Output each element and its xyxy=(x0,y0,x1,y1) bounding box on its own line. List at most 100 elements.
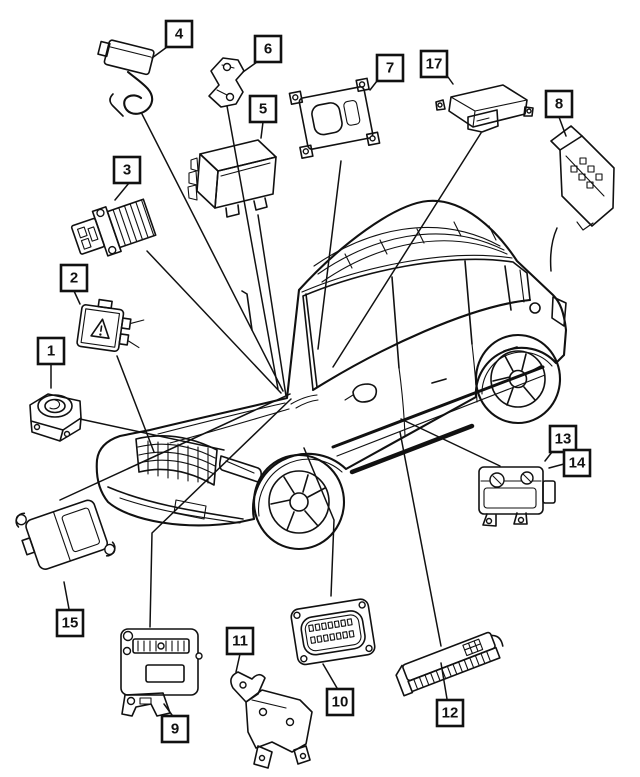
car-headlamp xyxy=(218,455,262,483)
leader-15 xyxy=(59,393,291,501)
callout-12-label: 12 xyxy=(442,705,459,722)
car-b-pillar xyxy=(391,276,400,369)
car-front-wheel xyxy=(252,453,346,551)
car-hood-crease-1 xyxy=(157,402,286,435)
car-door-handle-front xyxy=(431,378,447,384)
car-bumper-line-2 xyxy=(119,497,241,524)
part-9-ecu xyxy=(120,628,203,717)
stub-10 xyxy=(322,663,338,689)
part-13-14-screw-module xyxy=(478,466,556,527)
stub-9 xyxy=(163,703,173,716)
part-10-ecm xyxy=(290,598,376,666)
leader-2 xyxy=(116,355,155,453)
callout-4[interactable]: 4 xyxy=(164,19,194,49)
car-beltline xyxy=(311,298,532,392)
callout-6[interactable]: 6 xyxy=(253,34,283,64)
stub-2 xyxy=(73,290,81,305)
car-bumper-slot xyxy=(173,499,207,520)
callout-2-label: 2 xyxy=(70,270,78,287)
part-3-finned-resistor xyxy=(70,198,157,257)
callout-4-label: 4 xyxy=(175,26,184,43)
car-bodyside-molding-lower xyxy=(336,374,546,457)
car-d-pillar-edge xyxy=(519,269,525,303)
car-grille xyxy=(135,434,218,486)
part-8-tilted-module xyxy=(550,125,615,231)
callout-stub-lines xyxy=(50,46,567,716)
part-6-mounting-bracket xyxy=(208,57,245,108)
car-rear-wheel xyxy=(474,333,562,425)
car-rear-lamp xyxy=(551,296,567,327)
callout-3[interactable]: 3 xyxy=(112,155,142,185)
callout-9-label: 9 xyxy=(171,721,179,738)
callout-11[interactable]: 11 xyxy=(225,626,255,656)
callout-1[interactable]: 1 xyxy=(36,336,66,366)
car-antenna xyxy=(241,290,253,331)
part-12-slim-bar-module xyxy=(395,631,504,697)
stub-14 xyxy=(548,463,565,469)
roof-rack-rail-1 xyxy=(313,227,501,267)
callout-12[interactable]: 12 xyxy=(435,698,465,728)
part-1-round-coil-sensor xyxy=(29,393,82,442)
stub-13 xyxy=(544,451,553,462)
callout-7-label: 7 xyxy=(386,60,394,77)
callout-13[interactable]: 13 xyxy=(548,424,578,454)
car-fuel-door xyxy=(529,302,541,314)
leader-9 xyxy=(149,398,292,628)
part-7-flat-module xyxy=(288,77,381,160)
car-door-mirror xyxy=(352,383,378,403)
car-drip-rail xyxy=(301,254,513,293)
leader-7 xyxy=(317,160,342,350)
callout-1-label: 1 xyxy=(47,343,55,360)
callout-14-label: 14 xyxy=(569,455,586,472)
part-15-module-ear-tabs xyxy=(15,499,116,570)
leader-10 xyxy=(303,447,335,597)
part-17-module-front-connector xyxy=(435,84,534,133)
stub-8 xyxy=(558,116,567,137)
leader-13-14 xyxy=(400,418,501,467)
callout-7[interactable]: 7 xyxy=(375,53,405,83)
callout-17[interactable]: 17 xyxy=(419,49,449,79)
leader-5 xyxy=(257,214,287,397)
callout-17-label: 17 xyxy=(426,56,443,73)
car-front-door-seam xyxy=(398,367,406,437)
car-wiper-1 xyxy=(290,394,318,405)
car-rocker-band xyxy=(349,423,475,475)
callout-5[interactable]: 5 xyxy=(248,94,278,124)
leader-lines-part-to-car xyxy=(59,105,558,647)
car-c-pillar xyxy=(464,260,473,345)
car-wiper-2 xyxy=(295,399,319,409)
vehicle-illustration xyxy=(95,199,568,551)
leader-17 xyxy=(332,132,482,368)
roof-rack-rail-3 xyxy=(321,240,508,283)
car-bodyside-molding xyxy=(331,365,545,449)
car-mirror-stem xyxy=(344,394,354,401)
callout-8[interactable]: 8 xyxy=(544,89,574,119)
part-4-sensor-with-wire-loop xyxy=(97,39,155,117)
callout-10[interactable]: 10 xyxy=(325,687,355,717)
leader-1 xyxy=(79,418,225,451)
stub-12 xyxy=(440,662,448,700)
car-rear-door-seam xyxy=(471,343,478,403)
callout-3-label: 3 xyxy=(123,162,131,179)
car-rear-arch-inner xyxy=(481,351,553,395)
callout-2[interactable]: 2 xyxy=(59,263,89,293)
callout-13-label: 13 xyxy=(555,431,572,448)
car-door-handle-rear xyxy=(503,346,518,352)
car-a-pillar-inner xyxy=(305,293,318,388)
callout-5-label: 5 xyxy=(259,101,267,118)
stub-4 xyxy=(151,46,168,59)
callout-15[interactable]: 15 xyxy=(55,608,85,638)
leader-8 xyxy=(549,227,558,272)
stub-17 xyxy=(447,76,454,85)
stub-11 xyxy=(235,653,241,673)
callout-8-label: 8 xyxy=(555,96,563,113)
callout-14[interactable]: 14 xyxy=(562,448,592,478)
car-front-arch-inner xyxy=(257,458,343,517)
callout-9[interactable]: 9 xyxy=(160,714,190,744)
car-body-outline xyxy=(95,199,568,527)
callout-6-label: 6 xyxy=(264,41,272,58)
callout-15-label: 15 xyxy=(62,615,79,632)
leader-6 xyxy=(226,105,279,390)
